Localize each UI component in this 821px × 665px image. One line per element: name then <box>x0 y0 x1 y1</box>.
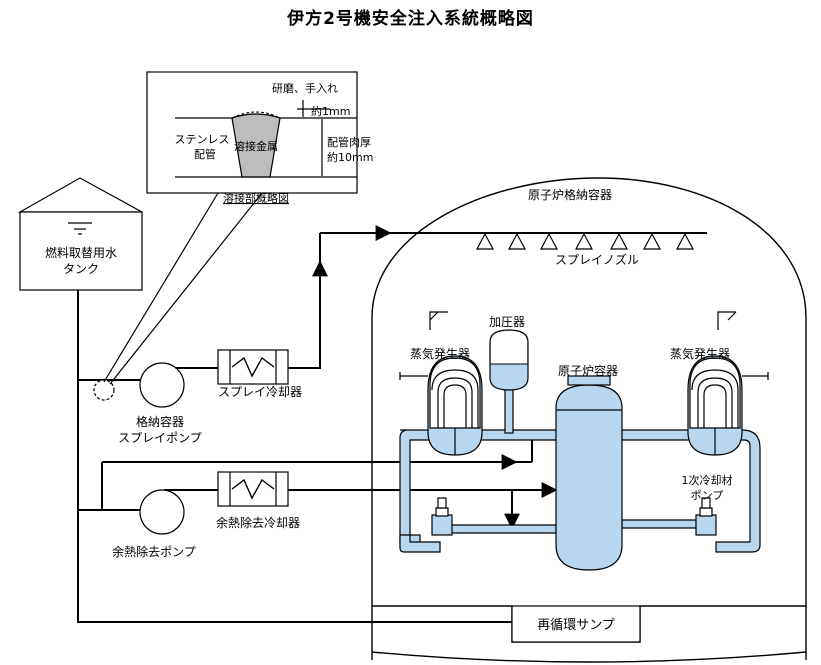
reactor-coolant-system <box>399 311 769 571</box>
spray-nozzles <box>476 232 694 250</box>
spray-pump-label-2: スプレイポンプ <box>118 431 202 445</box>
rhr-cooler-label: 余熱除去冷却器 <box>216 515 300 530</box>
callout-line <box>109 192 263 385</box>
rhr-pump <box>139 489 185 535</box>
inset-wall-label-2: 約10mm <box>327 150 373 164</box>
spray-nozzle <box>476 232 494 250</box>
pressurizer-label: 加圧器 <box>489 315 525 329</box>
sump-label: 再循環サンプ <box>537 618 615 633</box>
rwst-label-2: タンク <box>63 262 99 276</box>
diagram-title: 伊方2号機安全注入系統概略図 <box>287 9 534 29</box>
spray-nozzle <box>610 232 628 250</box>
spray-nozzle <box>575 232 593 250</box>
rwst-label-1: 燃料取替用水 <box>45 245 117 260</box>
inset-stainless-label-1: ステンレス <box>175 133 230 146</box>
spray-nozzle <box>508 232 526 250</box>
inset-wall-label-1: 配管肉厚 <box>327 135 371 149</box>
spray-nozzle <box>676 232 694 250</box>
spray-nozzle <box>540 232 558 250</box>
rhr-cooler <box>217 471 289 507</box>
inset-polish-label: 研磨、手入れ <box>272 81 338 95</box>
rcp-label-2: ポンプ <box>691 489 724 502</box>
spray-nozzle <box>643 232 661 250</box>
sg-left-label: 蒸気発生器 <box>410 346 470 361</box>
containment-floor <box>371 651 807 663</box>
spray-cooler <box>217 349 289 385</box>
reactor-vessel-label: 原子炉容器 <box>558 363 618 378</box>
inset-stainless-label-2: 配管 <box>194 147 216 161</box>
spray-nozzle-label: スプレイノズル <box>555 252 639 267</box>
rwst-tank <box>17 177 143 291</box>
spray-pump-label-1: 格納容器 <box>136 414 184 429</box>
weld-location-marker <box>93 379 115 401</box>
recirculation-sump <box>511 605 641 643</box>
containment-vessel <box>371 177 807 660</box>
containment-spray-pump <box>139 362 185 408</box>
containment-vessel-label: 原子炉格納容器 <box>528 187 612 202</box>
rcp-label-1: 1次冷却材 <box>682 473 733 487</box>
callout-line <box>103 192 219 383</box>
inset-caption: 溶接部概略図 <box>223 191 289 205</box>
rhr-pump-label: 余熱除去ポンプ <box>112 544 196 559</box>
weld-inset <box>146 71 358 194</box>
inset-weld-metal-label: 溶接金属 <box>234 139 278 153</box>
sg-right-label: 蒸気発生器 <box>670 346 730 361</box>
inset-1mm-label: 約1mm <box>311 104 350 118</box>
spray-cooler-label: スプレイ冷却器 <box>218 385 302 399</box>
